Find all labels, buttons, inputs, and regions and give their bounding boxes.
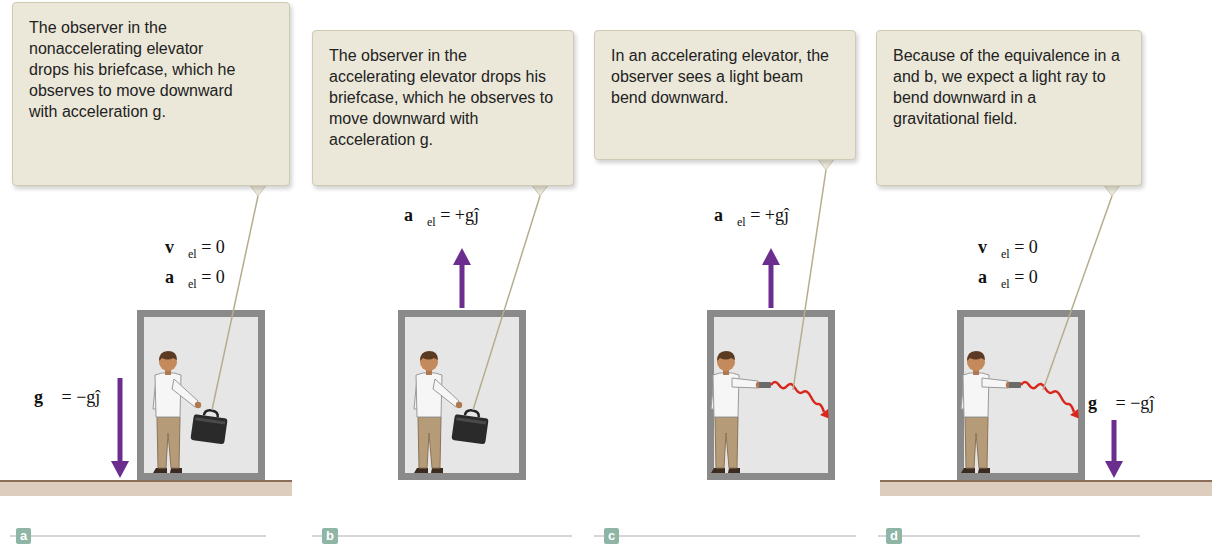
illustration-part <box>153 351 201 473</box>
acceleration-arrow <box>111 248 1123 478</box>
leader-line <box>212 196 258 410</box>
ground <box>0 480 1212 496</box>
illustration-part <box>1021 382 1079 418</box>
vector-label: a⃗el = 0 <box>978 266 1038 295</box>
vector-label: a⃗el = +gĵ <box>404 204 479 233</box>
illustration-part <box>880 480 1212 496</box>
illustration-part <box>961 351 1021 473</box>
callout-box: Because of the equivalence in a and b, w… <box>876 30 1142 186</box>
illustration-part <box>878 535 1140 537</box>
vector-label: a⃗el = 0 <box>165 266 225 295</box>
illustration-part <box>957 310 1085 480</box>
leader-line <box>793 170 826 390</box>
vector-label: g⃗ = −gĵ <box>1088 392 1154 414</box>
vector-label: a⃗el = +gĵ <box>714 204 789 233</box>
leader-line <box>473 196 540 410</box>
callout-text: Because of the equivalence in a and b, w… <box>893 45 1125 129</box>
illustration-part <box>190 408 228 444</box>
leader-lines <box>212 158 1121 410</box>
illustration-part <box>118 378 123 464</box>
callout-text: In an accelerating elevator, the observe… <box>611 45 839 108</box>
illustration-part <box>453 248 471 265</box>
illustration-part <box>762 248 780 265</box>
illustration-part <box>707 310 835 480</box>
illustration-part <box>10 535 266 537</box>
illustration-part <box>711 351 771 473</box>
illustration-part <box>405 317 519 473</box>
illustration-part <box>594 535 856 537</box>
illustration-part <box>880 480 1212 482</box>
callout-text: The observer in the accelerating elevato… <box>329 45 557 150</box>
illustration-part <box>398 310 526 480</box>
illustration-part <box>312 535 572 537</box>
callout-box: The observer in the accelerating elevato… <box>312 30 574 186</box>
panel-letter: c <box>604 528 619 544</box>
callout-text: The observer in the nonaccelerating elev… <box>29 17 244 122</box>
illustration-part <box>144 317 258 473</box>
illustration-part <box>414 351 462 473</box>
illustration-part <box>1105 461 1123 478</box>
vector-label: v⃗el = 0 <box>165 236 225 265</box>
illustration-part <box>771 382 829 418</box>
illustration-part <box>137 310 265 480</box>
vector-label: v⃗el = 0 <box>978 236 1038 265</box>
callout-box: In an accelerating elevator, the observe… <box>594 30 856 160</box>
illustration-part <box>769 262 774 308</box>
leader-line <box>1043 196 1112 390</box>
illustration-part <box>451 408 489 444</box>
illustration-part <box>460 262 465 308</box>
illustration-part <box>1112 420 1117 464</box>
callout-box: The observer in the nonaccelerating elev… <box>12 2 290 186</box>
vector-label: g⃗ = −gĵ <box>34 386 100 408</box>
panel-letter: b <box>322 528 338 544</box>
illustration-part <box>111 461 129 478</box>
illustration-part <box>0 480 292 496</box>
elevator <box>137 310 1085 480</box>
illustration-part <box>0 480 292 482</box>
panel-letter: d <box>886 528 902 544</box>
panel-letter: a <box>16 528 31 544</box>
panel-rule <box>10 535 1140 537</box>
